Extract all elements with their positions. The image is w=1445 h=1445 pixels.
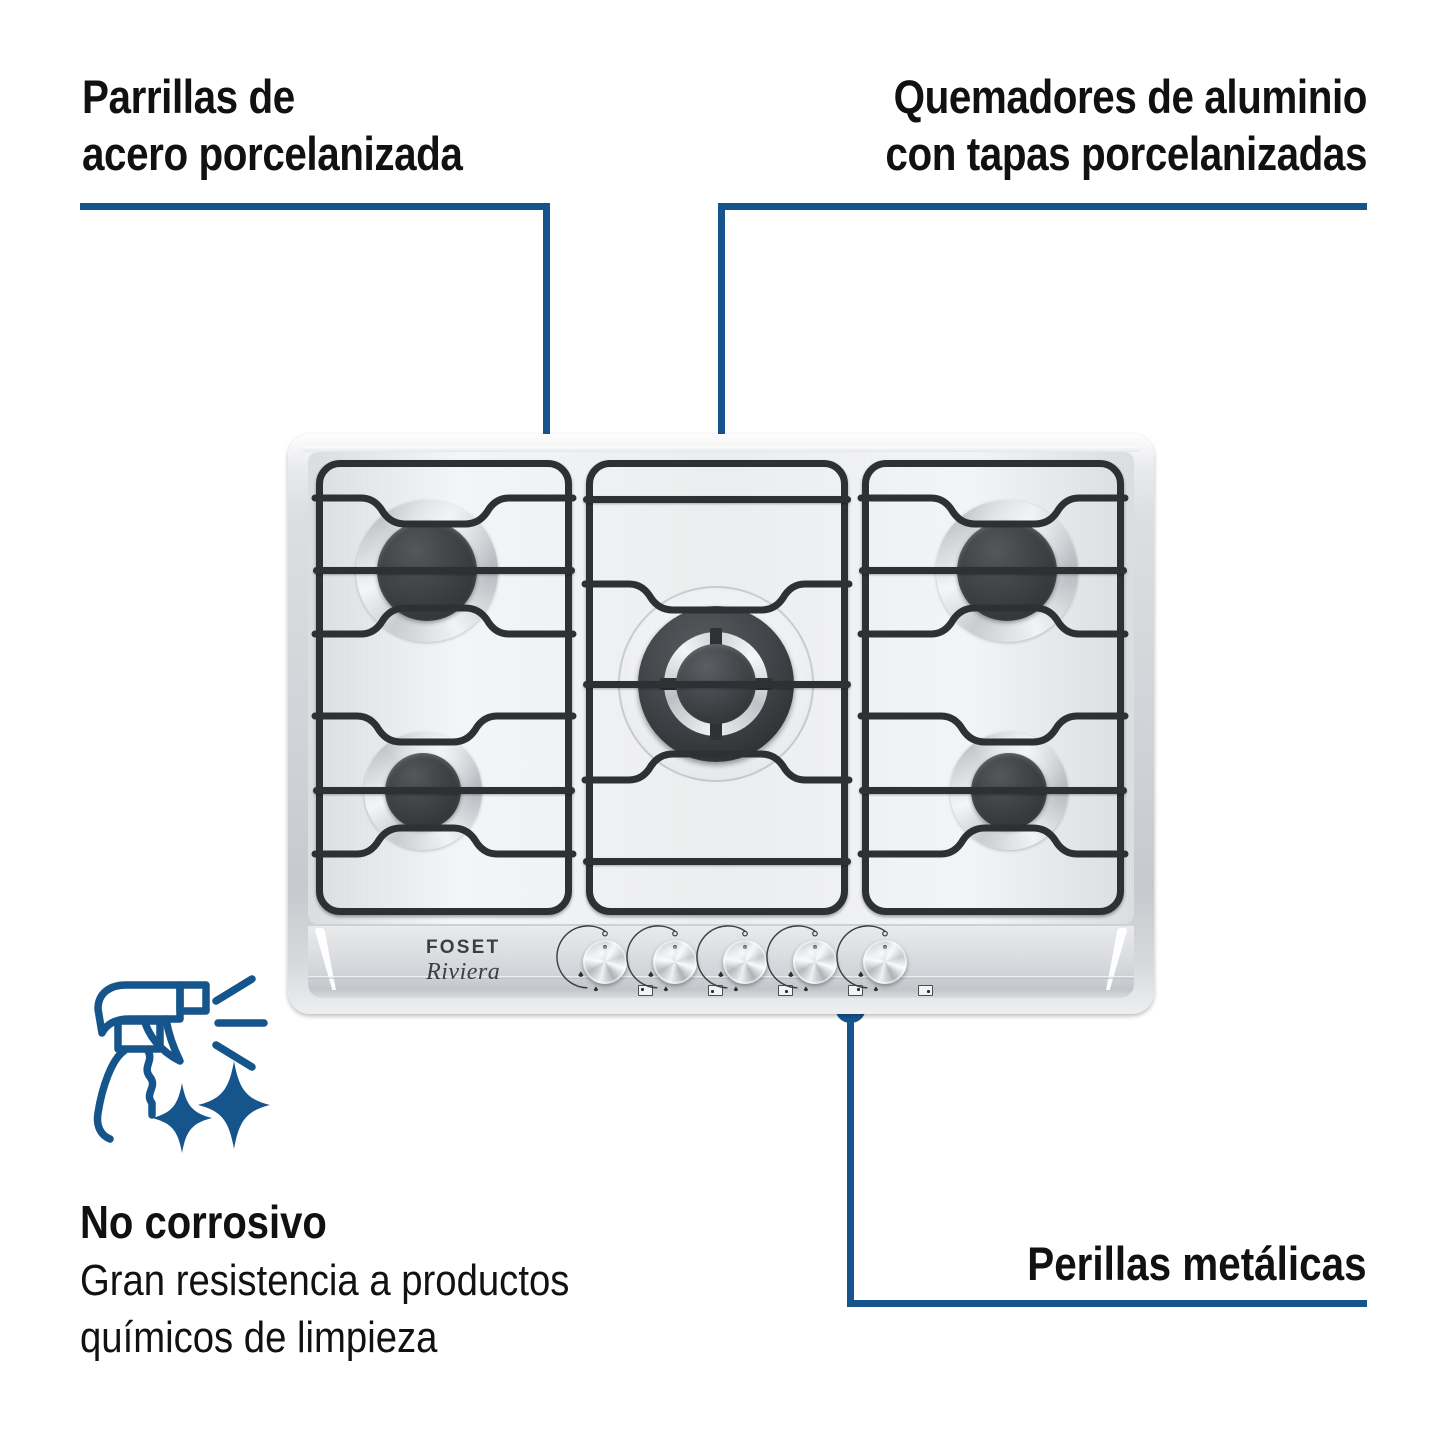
callout-knobs-line1: Perillas metálicas (1027, 1237, 1367, 1290)
knob-5-scale (836, 925, 917, 994)
callout-grates-line1: Parrillas de (82, 70, 295, 123)
grate-bar-center-3 (581, 750, 853, 786)
sparkle-large (198, 1061, 270, 1149)
callout-burners-line2: con tapas porcelanizadas (885, 127, 1367, 181)
grate-bar-right-2 (859, 567, 1127, 574)
knob-1-indicator (603, 945, 607, 949)
bezel-highlight-left (314, 928, 339, 990)
grate-bar-right-5 (859, 787, 1127, 794)
knob-2-scale (626, 925, 707, 994)
knob-5-indicator (883, 945, 887, 949)
callout-grates: Parrillas de acero porcelanizada (82, 68, 524, 183)
grate-bar-left-5 (313, 787, 575, 794)
grate-bar-center-4 (583, 858, 851, 865)
grate-frame-left (316, 460, 572, 915)
leader-burners-vertical (718, 203, 725, 640)
knob-2-indicator (673, 945, 677, 949)
brand-logo: FOSET Riviera (426, 938, 500, 985)
leader-grates-vertical (543, 203, 550, 453)
grate-bar-right-1 (857, 492, 1129, 528)
brand-name: FOSET (426, 937, 501, 958)
leader-grates-underline (80, 203, 550, 210)
knob-3-dial[interactable] (723, 940, 767, 984)
grate-bar-left-3 (311, 604, 577, 640)
grate-bar-left-2 (313, 567, 575, 574)
knob-2-dial[interactable] (653, 940, 697, 984)
grate-section-right (857, 460, 1129, 915)
control-panel: FOSET Riviera (308, 925, 1134, 998)
knob-3[interactable] (696, 925, 793, 996)
feature-title: No corrosivo (80, 1196, 327, 1248)
grate-bar-center-5 (583, 496, 851, 503)
grate-bar-left-1 (311, 492, 577, 528)
grate-section-center (581, 460, 853, 915)
grate-bar-center-1 (581, 578, 853, 614)
grate-bar-right-4 (857, 710, 1129, 746)
callout-knobs: Perillas metálicas (972, 1236, 1367, 1292)
knob-4-scale (766, 925, 847, 994)
grate-bar-center-2 (583, 681, 851, 688)
cooktop-top-highlight (302, 446, 1140, 452)
feature-body-line2: químicos de limpieza (80, 1312, 438, 1362)
grate-section-left (311, 460, 577, 915)
sparkle-small (152, 1083, 212, 1153)
grate-bar-right-6 (857, 824, 1129, 860)
control-panel-seam (308, 976, 1134, 979)
knob-1-dial[interactable] (583, 940, 627, 984)
leader-knobs-underline (847, 1300, 1367, 1307)
knob-5-burner-map (918, 985, 933, 996)
callout-grates-line2: acero porcelanizada (82, 127, 463, 181)
feature-no-corrosivo: No corrosivo Gran resistencia a producto… (80, 1196, 643, 1366)
knob-2[interactable] (626, 925, 723, 996)
knob-5[interactable] (836, 925, 933, 996)
knob-5-dial[interactable] (863, 940, 907, 984)
grate-bar-left-6 (311, 824, 577, 860)
brand-model: Riviera (426, 959, 501, 985)
knob-4[interactable] (766, 925, 863, 996)
spray-bottle-sparkle-icon (76, 963, 288, 1153)
knob-1-scale (556, 925, 637, 994)
knob-1[interactable] (556, 925, 653, 996)
feature-body-line1: Gran resistencia a productos (80, 1256, 570, 1306)
gas-cooktop-product: FOSET Riviera (288, 434, 1154, 1014)
leader-burners-underline (718, 203, 1367, 210)
leader-knobs-vertical (847, 1007, 854, 1307)
grate-frame-right (862, 460, 1124, 915)
knob-4-dial[interactable] (793, 940, 837, 984)
callout-burners-line1: Quemadores de aluminio (893, 70, 1368, 123)
knob-3-scale (696, 925, 777, 994)
grate-bar-left-4 (311, 710, 577, 746)
grate-bar-right-3 (857, 604, 1129, 640)
knob-3-indicator (743, 945, 747, 949)
callout-burners: Quemadores de aluminio con tapas porcela… (807, 68, 1367, 183)
bezel-highlight-right (1102, 928, 1127, 990)
knob-4-indicator (813, 945, 817, 949)
